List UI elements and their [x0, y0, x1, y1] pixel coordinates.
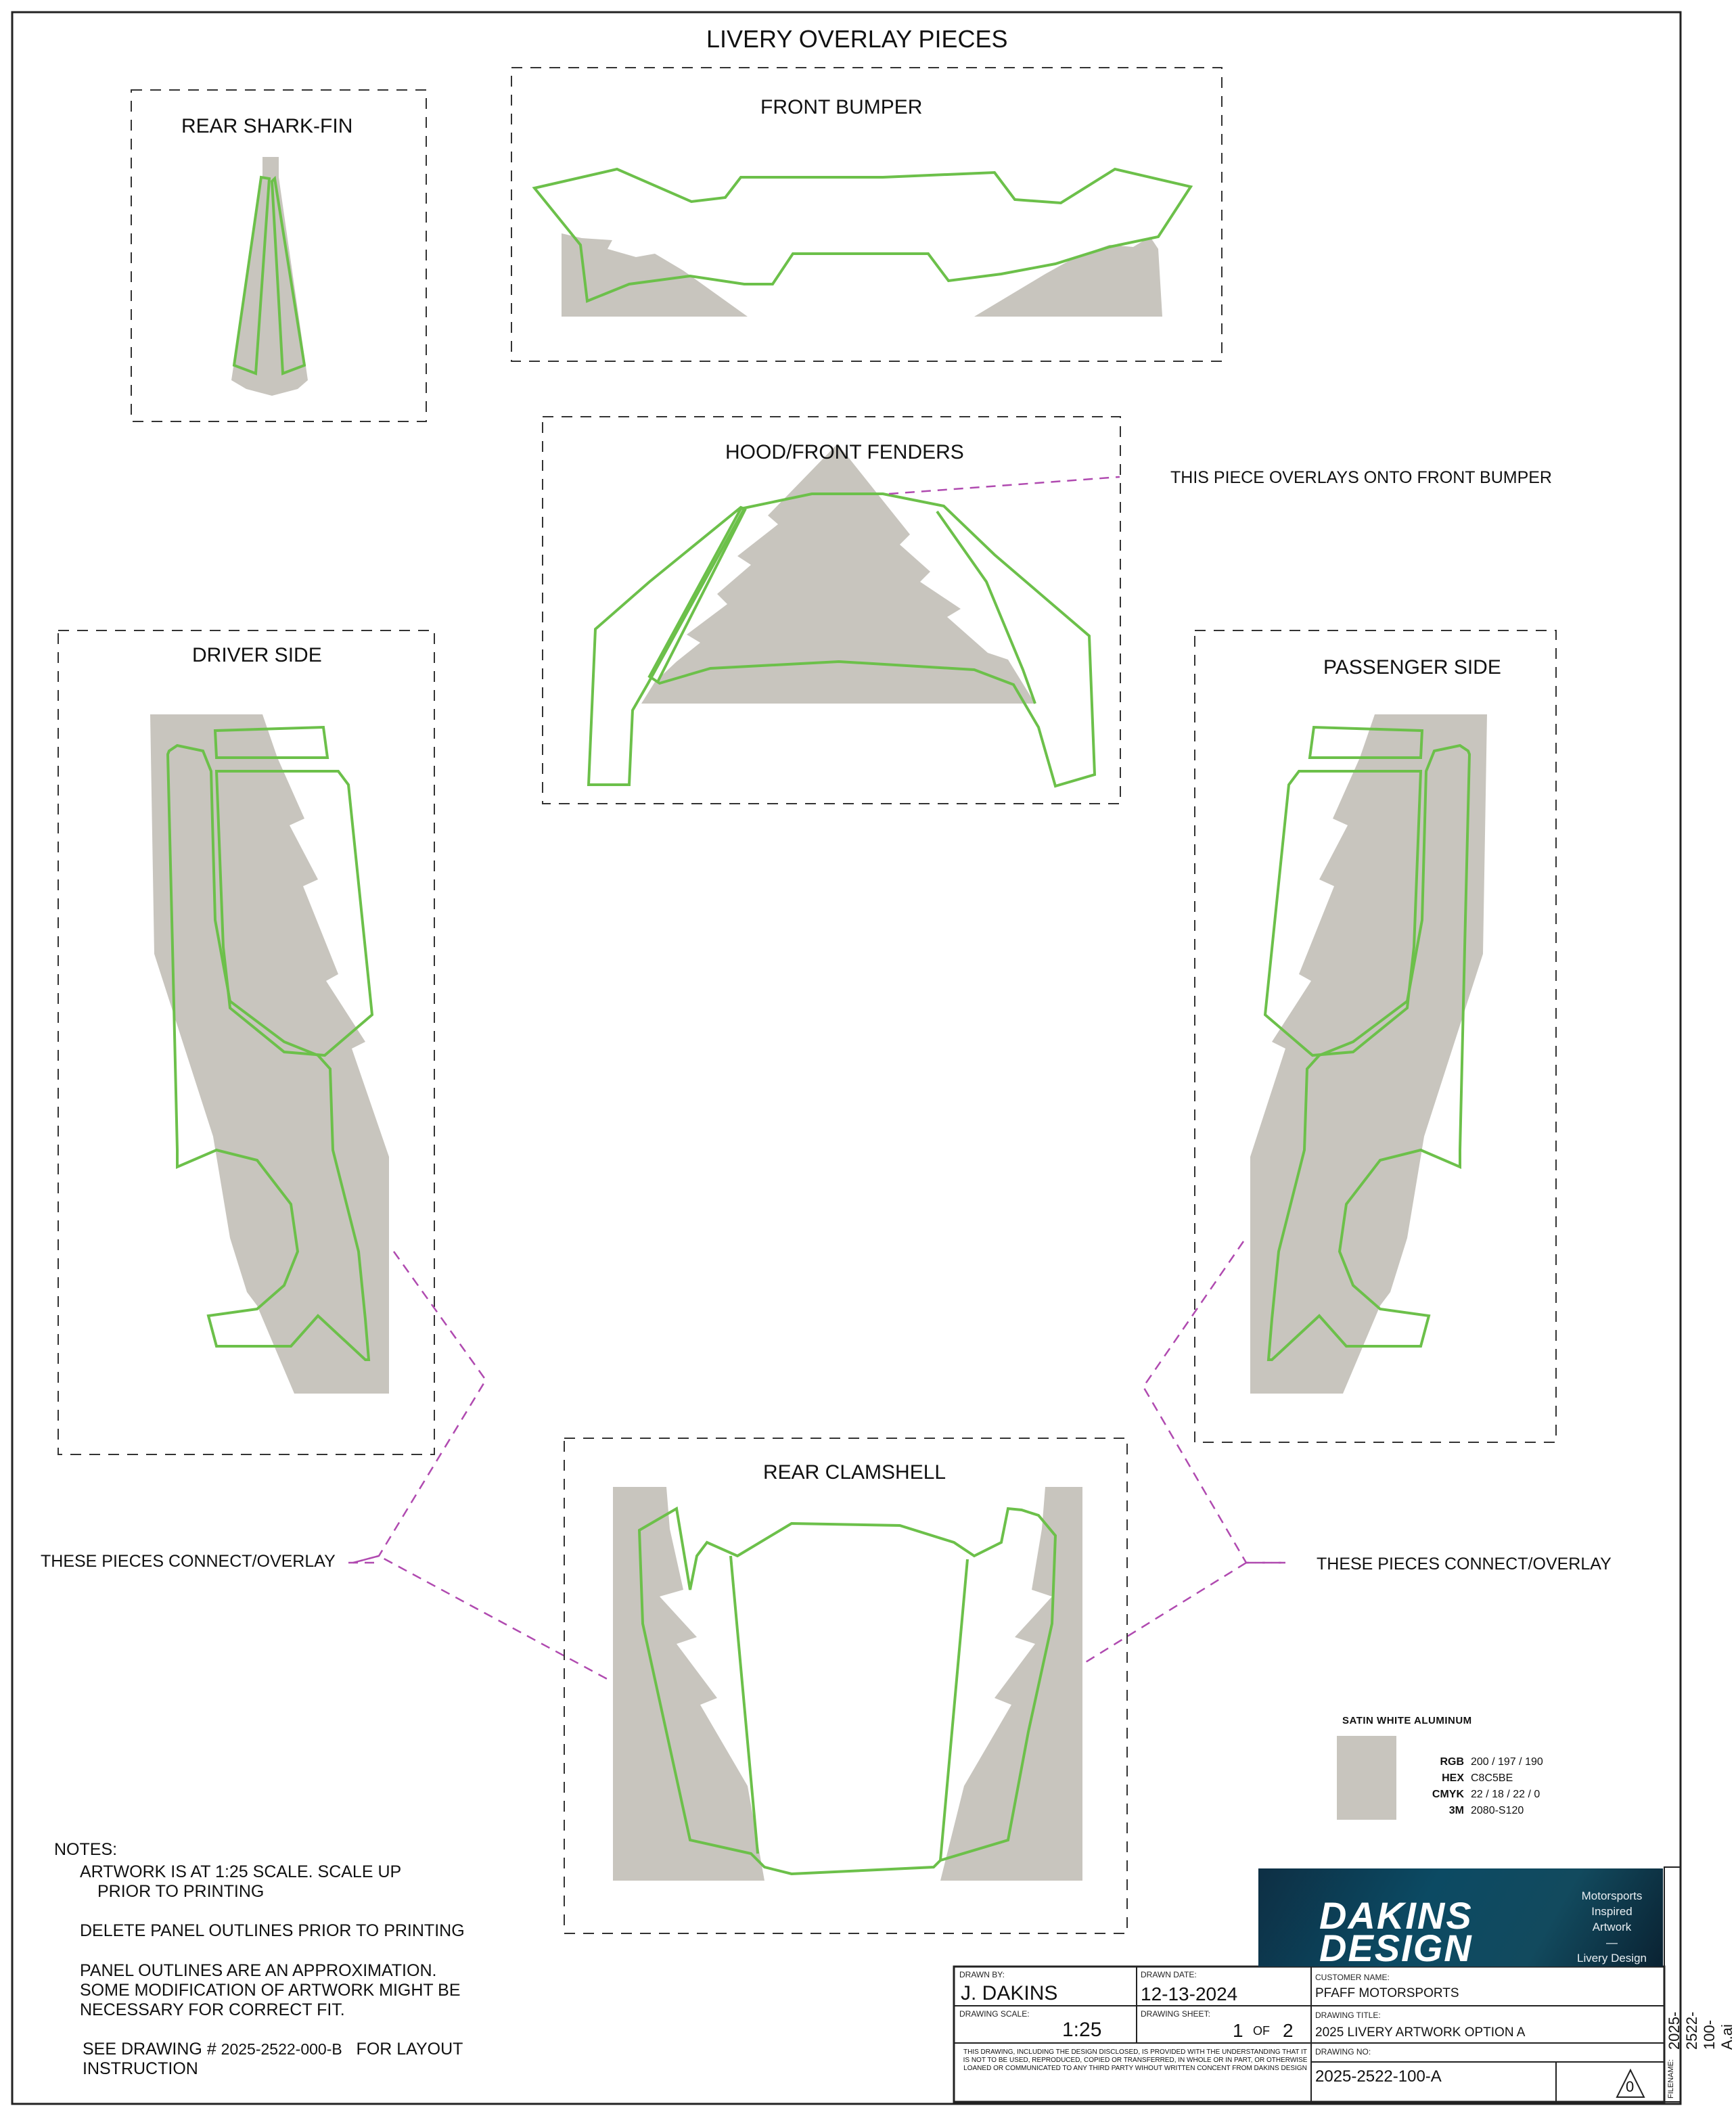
hood-left-fender-outline [587, 505, 746, 786]
drawing-no-label: DRAWING NO: [1315, 2047, 1371, 2057]
driver-side-upper-tab-outline [213, 725, 329, 759]
sheet-border [11, 11, 1682, 2105]
passenger-side-window-outline [1263, 770, 1423, 1057]
front-bumper-artwork-right [974, 237, 1162, 317]
sheet-title: LIVERY OVERLAY PIECES [706, 25, 1008, 53]
sheet-of: OF [1253, 2024, 1270, 2038]
hood-left-seam [656, 508, 747, 683]
note-3: PANEL OUTLINES ARE AN APPROXIMATION. SOM… [80, 1961, 461, 2019]
front-bumper-frame [511, 67, 1223, 362]
revision-value: 0 [1626, 2078, 1635, 2095]
shark-fin-outline-right [270, 175, 306, 375]
rear-shark-fin-piece [131, 89, 427, 422]
color-swatch [1337, 1736, 1396, 1820]
passenger-side-frame [1194, 630, 1557, 1443]
label-rear-shark-fin: REAR SHARK-FIN [181, 115, 353, 137]
hood-center-outline [647, 492, 1097, 788]
label-rear-clamshell: REAR CLAMSHELL [763, 1461, 946, 1484]
driver-side-leader [352, 1251, 487, 1564]
shark-fin-artwork [231, 157, 308, 396]
rear-clamshell-left-seam [729, 1555, 759, 1854]
shark-fin-outline-left [232, 175, 271, 375]
drawing-no-value: 2025-2522-100-A [1315, 2067, 1442, 2086]
hood-right-fender-outline [936, 510, 1036, 704]
customer-label: CUSTOMER NAME: [1315, 1973, 1390, 1982]
rear-clamshell-piece [564, 1438, 1128, 1934]
callout-left-connect: THESE PIECES CONNECT/OVERLAY [41, 1552, 336, 1571]
scale-label: DRAWING SCALE: [959, 2009, 1030, 2019]
hood-callout-leader [888, 476, 1120, 495]
drawn-by-label: DRAWN BY: [959, 1970, 1005, 1979]
disclaimer-text: THIS DRAWING, INCLUDING THE DESIGN DISCL… [963, 2048, 1308, 2072]
sheet-number: 1 [1233, 2020, 1243, 2041]
filename-label: FILENAME: [1667, 2059, 1675, 2098]
passenger-side-upper-tab-outline [1308, 725, 1424, 759]
passenger-side-leader [1142, 1241, 1285, 1564]
note-see-drawing: SEE DRAWING # 2025-2522-000-B FOR LAYOUT… [83, 2040, 463, 2078]
swatch-title: SATIN WHITE ALUMINUM [1342, 1715, 1472, 1726]
title-block [953, 1866, 1681, 2103]
dakins-design-logo: DAKINS DESIGN Motorsports Inspired Artwo… [1258, 1868, 1663, 1967]
rear-clamshell-outline [637, 1506, 1057, 1876]
rear-clamshell-right-seam [939, 1559, 969, 1861]
label-driver-side: DRIVER SIDE [192, 644, 322, 666]
scale-value: 1:25 [1062, 2019, 1102, 2041]
title-block-border [953, 1965, 1666, 2103]
revision-triangle [1616, 2068, 1645, 2098]
driver-clamshell-leader [352, 1555, 613, 1683]
passenger-side-body-outline [1266, 743, 1471, 1361]
driver-side-window-outline [214, 770, 374, 1057]
drawing-sheet [11, 11, 1682, 2105]
drawn-by-value: J. DAKINS [961, 1982, 1058, 2004]
label-front-bumper: FRONT BUMPER [760, 96, 923, 118]
driver-side-body-outline [166, 743, 371, 1361]
callout-hood-overlay: THIS PIECE OVERLAYS ONTO FRONT BUMPER [1170, 468, 1552, 487]
callout-right-connect: THESE PIECES CONNECT/OVERLAY [1317, 1555, 1612, 1574]
customer-value: PFAFF MOTORSPORTS [1315, 1986, 1459, 2000]
logo-wordmark: DAKINS DESIGN [1319, 1894, 1473, 1969]
driver-side-piece [58, 630, 613, 1683]
front-bumper-outline [532, 167, 1193, 303]
notes-block: NOTES: ARTWORK IS AT 1:25 SCALE. SCALE U… [54, 1840, 465, 2079]
label-hood-front-fenders: HOOD/FRONT FENDERS [725, 441, 964, 463]
drawn-date-label: DRAWN DATE: [1141, 1970, 1197, 1979]
passenger-clamshell-leader [1082, 1561, 1247, 1666]
drawing-title-label: DRAWING TITLE: [1315, 2011, 1381, 2020]
passenger-side-artwork [1250, 714, 1487, 1394]
passenger-side-piece [1082, 630, 1557, 1666]
drawn-date-value: 12-13-2024 [1141, 1983, 1238, 2004]
label-passenger-side: PASSENGER SIDE [1323, 656, 1501, 679]
drawing-title-value: 2025 LIVERY ARTWORK OPTION A [1315, 2025, 1526, 2040]
rear-clamshell-artwork-right [940, 1487, 1082, 1881]
driver-side-artwork [150, 714, 389, 1394]
sheet-total: 2 [1283, 2020, 1294, 2041]
logo-tagline: Motorsports Inspired Artwork — Livery De… [1577, 1889, 1647, 1965]
shark-fin-frame [131, 89, 427, 422]
sheet-label: DRAWING SHEET: [1141, 2009, 1210, 2019]
hood-front-fenders-piece [542, 416, 1121, 804]
note-1: ARTWORK IS AT 1:25 SCALE. SCALE UP PRIOR… [80, 1862, 402, 1901]
rear-clamshell-artwork-left [613, 1487, 764, 1881]
front-bumper-piece [511, 67, 1223, 362]
filename-value: 2025-2522-100-A.ai [1666, 2011, 1735, 2050]
driver-side-frame [58, 630, 435, 1455]
hood-frame [542, 416, 1121, 804]
hood-artwork [641, 444, 1035, 704]
note-2: DELETE PANEL OUTLINES PRIOR TO PRINTING [80, 1921, 465, 1941]
front-bumper-artwork-left [562, 233, 748, 317]
notes-heading: NOTES: [54, 1840, 118, 1859]
